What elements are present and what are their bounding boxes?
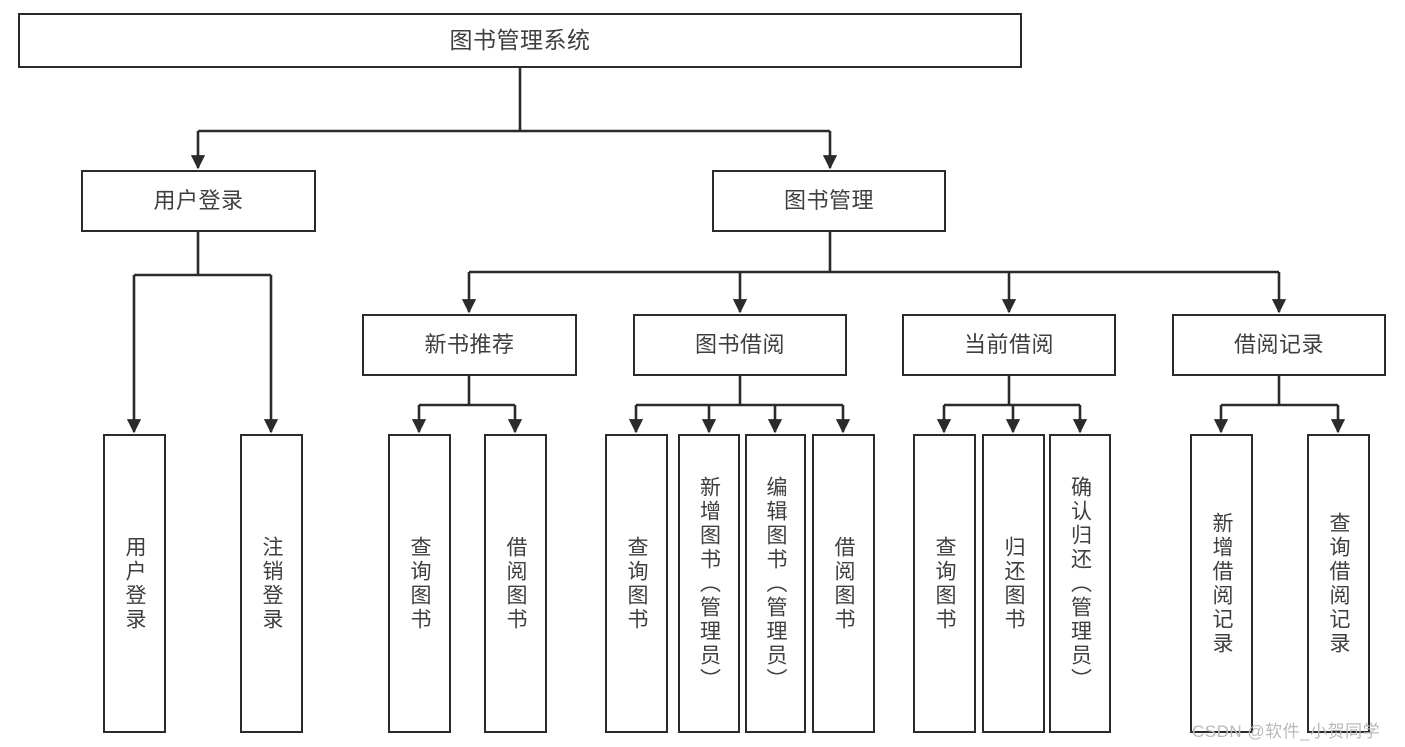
node-borrow-book-recommend-label: 借阅图书	[504, 535, 527, 632]
node-current-borrow-label: 当前借阅	[963, 332, 1054, 358]
node-borrow-record-label: 借阅记录	[1233, 332, 1324, 358]
node-borrow-record[interactable]: 借阅记录	[1172, 314, 1386, 376]
node-add-book-admin[interactable]: 新增图书（管理员）	[678, 434, 740, 733]
node-new-book-recommend-label: 新书推荐	[424, 332, 515, 358]
node-root[interactable]: 图书管理系统	[18, 13, 1022, 68]
node-borrow-book[interactable]: 借阅图书	[812, 434, 875, 733]
node-edit-book-admin-label: 编辑图书（管理员）	[764, 475, 787, 692]
node-book-management[interactable]: 图书管理	[712, 170, 946, 232]
node-user-login-leaf-label: 用户登录	[123, 535, 146, 632]
node-borrow-book-label: 借阅图书	[832, 535, 855, 632]
node-user-login-leaf[interactable]: 用户登录	[103, 434, 166, 733]
watermark-text: CSDN @软件_小贺同学	[1192, 722, 1381, 741]
csdn-watermark: CSDN @软件_小贺同学	[1192, 717, 1380, 742]
node-add-borrow-record-label: 新增借阅记录	[1210, 511, 1233, 656]
node-query-book-recommend[interactable]: 查询图书	[388, 434, 451, 733]
node-current-borrow[interactable]: 当前借阅	[902, 314, 1116, 376]
node-add-book-admin-label: 新增图书（管理员）	[697, 475, 721, 692]
node-query-borrow-record[interactable]: 查询借阅记录	[1307, 434, 1370, 733]
node-query-book-current-label: 查询图书	[933, 535, 956, 632]
node-root-label: 图书管理系统	[449, 26, 591, 53]
node-add-borrow-record[interactable]: 新增借阅记录	[1190, 434, 1253, 733]
node-user-login[interactable]: 用户登录	[81, 170, 316, 232]
node-user-login-label: 用户登录	[153, 188, 244, 214]
node-book-management-label: 图书管理	[783, 188, 874, 214]
node-book-borrow[interactable]: 图书借阅	[633, 314, 847, 376]
node-query-borrow-record-label: 查询借阅记录	[1327, 511, 1350, 656]
node-edit-book-admin[interactable]: 编辑图书（管理员）	[745, 434, 806, 733]
node-return-book-label: 归还图书	[1002, 535, 1025, 632]
node-logout-leaf[interactable]: 注销登录	[240, 434, 303, 733]
node-confirm-return-admin-label: 确认归还（管理员）	[1068, 475, 1092, 692]
node-book-borrow-label: 图书借阅	[694, 332, 785, 358]
node-borrow-book-recommend[interactable]: 借阅图书	[484, 434, 547, 733]
node-confirm-return-admin[interactable]: 确认归还（管理员）	[1049, 434, 1111, 733]
node-query-book-borrow-label: 查询图书	[625, 535, 648, 632]
node-query-book-current[interactable]: 查询图书	[913, 434, 976, 733]
node-return-book[interactable]: 归还图书	[982, 434, 1045, 733]
node-query-book-borrow[interactable]: 查询图书	[605, 434, 668, 733]
node-new-book-recommend[interactable]: 新书推荐	[362, 314, 577, 376]
node-logout-leaf-label: 注销登录	[260, 535, 283, 632]
node-query-book-recommend-label: 查询图书	[408, 535, 431, 632]
